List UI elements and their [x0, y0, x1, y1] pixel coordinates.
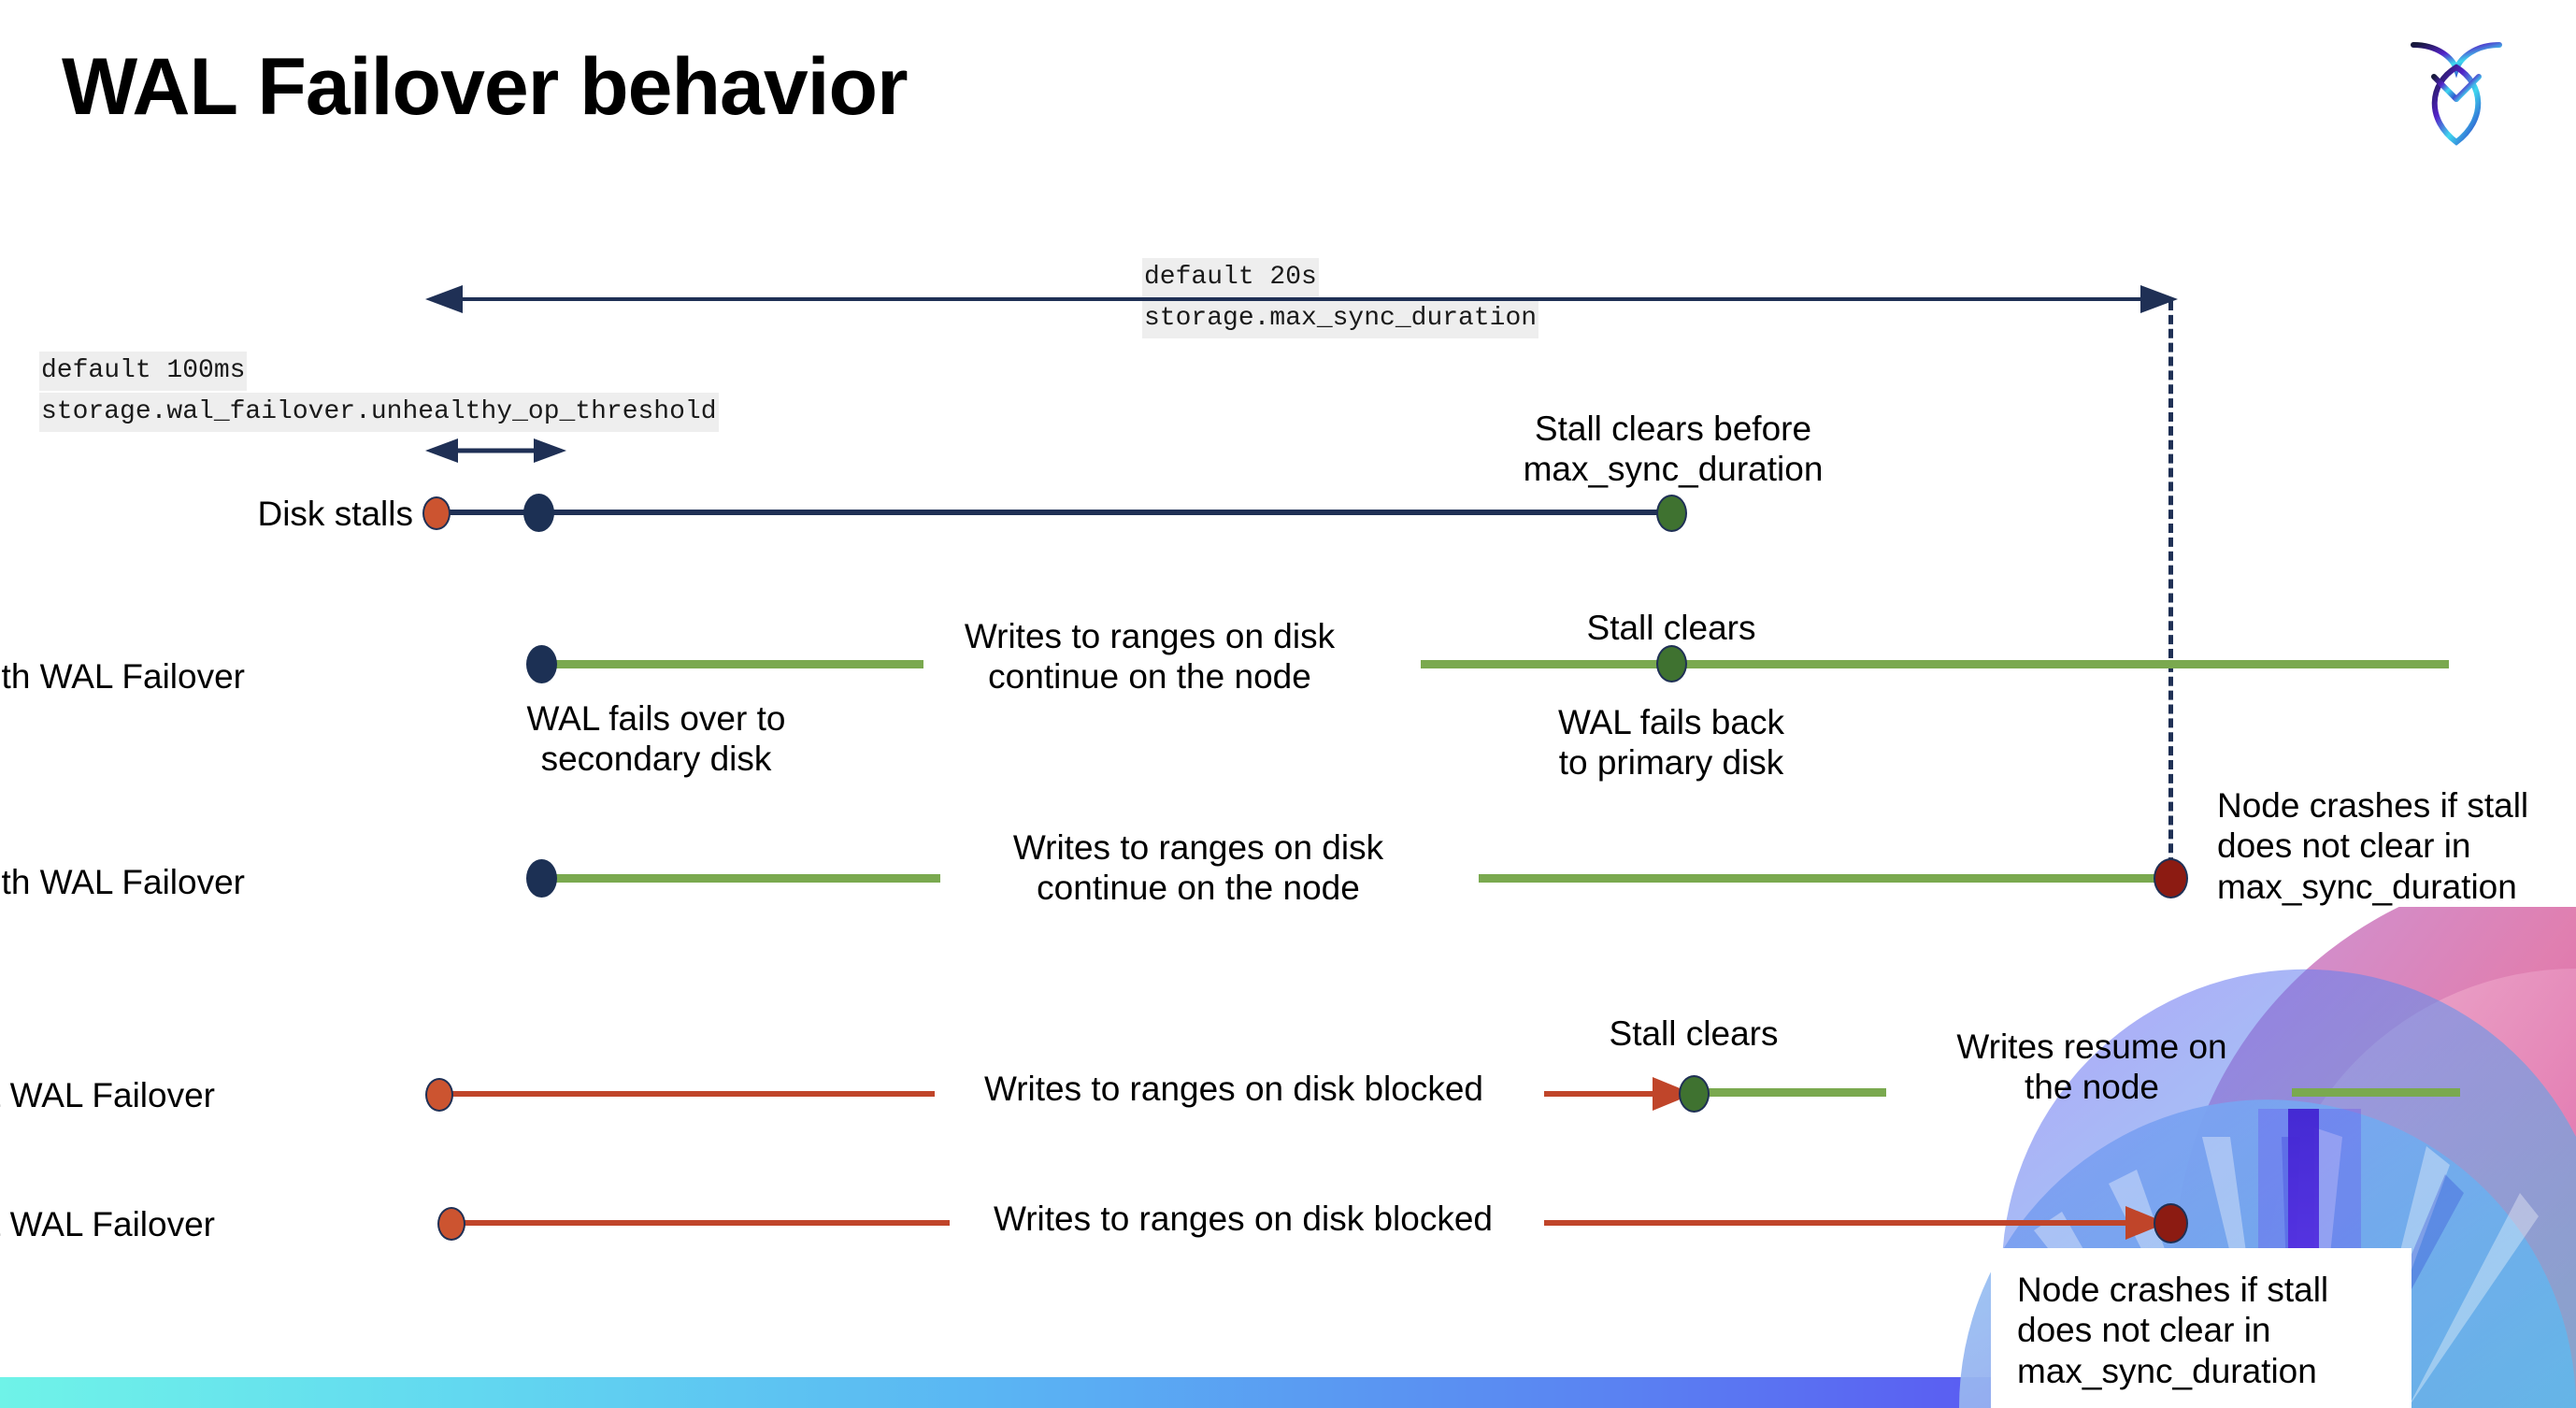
without-wal-failover-2-crash-dot: [2154, 1203, 2188, 1243]
note-line-1: Writes to ranges on disk blocked: [983, 1070, 1484, 1108]
note-line-1: Writes to ranges on disk blocked: [993, 1200, 1494, 1238]
page-title: WAL Failover behavior: [62, 42, 909, 132]
max-sync-duration-dashed-connector: [2168, 301, 2173, 881]
with-wal-failover-2-start-dot: [526, 859, 557, 898]
note-line-1: Stall clears before: [1534, 409, 1812, 448]
without-wal-failover-2-blocked-segment-b: [1544, 1220, 2133, 1226]
note-line-1: Writes to ranges on disk: [1012, 828, 1384, 867]
note-stall-clears-1: Stall clears: [1512, 608, 1830, 648]
row-label-without-wal-failover-1: Without WAL Failover: [0, 1076, 215, 1114]
note-line-3: max_sync_duration: [2217, 867, 2517, 906]
note-node-crashes-1: Node crashes if stall does not clear in …: [2217, 785, 2576, 907]
note-writes-blocked-1: Writes to ranges on disk blocked: [944, 1069, 1524, 1109]
note-line-2: to primary disk: [1558, 743, 1784, 783]
note-node-crashes-2: Node crashes if stall does not clear in …: [2017, 1270, 2410, 1391]
with-wal-failover-1-start-dot: [526, 645, 557, 683]
row-label-with-wal-failover-2: With WAL Failover: [0, 863, 245, 901]
note-wal-fails-back: WAL fails back to primary disk: [1503, 702, 1839, 783]
with-wal-failover-2-segment-b: [1479, 874, 2175, 883]
note-writes-continue-2: Writes to ranges on disk continue on the…: [993, 827, 1404, 909]
disk-stalls-clear-dot: [1656, 495, 1687, 532]
note-writes-continue-1: Writes to ranges on disk continue on the…: [944, 616, 1355, 697]
row-label-with-wal-failover-1: With WAL Failover: [0, 657, 245, 696]
note-line-1: Writes to ranges on disk: [964, 617, 1336, 655]
without-wal-failover-1-resume-segment-far: [2292, 1088, 2460, 1097]
with-wal-failover-1-segment-a: [540, 660, 923, 668]
disk-stalls-timeline: [439, 510, 1673, 515]
without-wal-failover-1-resume-segment: [1699, 1088, 1886, 1097]
note-line-2: the node: [2024, 1068, 2160, 1107]
note-line-2: does not clear in: [2017, 1311, 2271, 1350]
unhealthy-op-threshold-setting-chip: storage.wal_failover.unhealthy_op_thresh…: [39, 393, 719, 432]
with-wal-failover-1-segment-b: [1421, 660, 2449, 668]
without-wal-failover-1-clear-dot: [1679, 1075, 1710, 1113]
without-wal-failover-1-start-dot: [425, 1078, 453, 1112]
with-wal-failover-2-segment-a: [540, 874, 940, 883]
disk-stalls-failover-dot: [523, 494, 554, 532]
without-wal-failover-2-start-dot: [437, 1207, 465, 1241]
note-line-1: Node crashes if stall: [2217, 786, 2529, 825]
note-stall-clears-before: Stall clears before max_sync_duration: [1496, 409, 1851, 490]
note-line-1: Stall clears: [1586, 609, 1756, 647]
without-wal-failover-1-blocked-segment-b: [1544, 1091, 1664, 1097]
max-sync-duration-setting-chip: storage.max_sync_duration: [1142, 299, 1539, 338]
row-label-disk-stalls: Disk stalls: [257, 495, 413, 533]
note-line-1: WAL fails over to: [526, 699, 786, 738]
note-line-1: Node crashes if stall: [2017, 1271, 2329, 1309]
note-line-2: continue on the node: [1037, 869, 1360, 908]
note-stall-clears-2: Stall clears: [1544, 1013, 1843, 1054]
note-line-2: max_sync_duration: [1523, 450, 1824, 489]
row-label-without-wal-failover-2: Without WAL Failover: [0, 1205, 215, 1243]
unhealthy-op-threshold-default-chip: default 100ms: [39, 352, 248, 391]
note-writes-blocked-2: Writes to ranges on disk blocked: [953, 1199, 1533, 1239]
note-wal-fails-over: WAL fails over to secondary disk: [479, 698, 834, 780]
note-line-1: WAL fails back: [1558, 703, 1784, 741]
note-line-3: max_sync_duration: [2017, 1351, 2317, 1390]
note-line-2: does not clear in: [2217, 826, 2471, 866]
note-writes-resume: Writes resume on the node: [1924, 1027, 2260, 1108]
note-line-2: secondary disk: [540, 740, 772, 779]
without-wal-failover-2-blocked-segment-a: [452, 1220, 950, 1226]
note-line-2: continue on the node: [988, 657, 1311, 697]
max-sync-duration-default-chip: default 20s: [1142, 258, 1319, 297]
note-line-1: Stall clears: [1609, 1014, 1779, 1053]
with-wal-failover-1-clear-dot: [1656, 645, 1687, 682]
cockroachdb-logo-icon: [2400, 26, 2512, 148]
note-line-1: Writes resume on: [1956, 1027, 2227, 1066]
disk-stalls-start-dot: [422, 496, 451, 530]
without-wal-failover-1-blocked-segment-a: [441, 1091, 935, 1097]
with-wal-failover-2-crash-dot: [2154, 858, 2188, 898]
